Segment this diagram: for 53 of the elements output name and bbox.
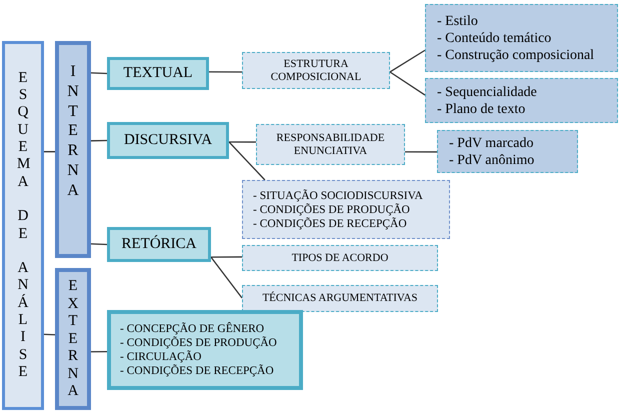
box-label: RESPONSABILIDADE ENUNCIATIVA	[275, 132, 386, 158]
list-item: - Construção composicional	[437, 46, 596, 64]
connector-line	[90, 243, 108, 246]
category-column	[55, 41, 91, 258]
box-label: TÉCNICAS ARGUMENTATIVAS	[262, 292, 418, 305]
connector-line	[228, 142, 266, 180]
box-label: DISCURSIVA	[124, 132, 212, 149]
box-label: TEXTUAL	[123, 65, 193, 82]
dashed-box	[242, 52, 390, 89]
category-box	[107, 122, 229, 159]
list-item: - Conteúdo temático	[437, 30, 552, 46]
connector-line	[229, 141, 256, 143]
dashed-list-box	[437, 130, 578, 173]
category-box	[107, 57, 209, 90]
connector-line	[405, 151, 437, 153]
connector-line	[44, 151, 55, 152]
connector-line	[91, 350, 107, 352]
connector-line	[390, 71, 426, 96]
list-item: - PdV marcado	[449, 134, 534, 152]
connector-line	[90, 72, 108, 74]
box-label: ESTRUTURA COMPOSICIONAL	[270, 58, 362, 84]
list-item: - CONDIÇÕES DE RECEPÇÃO	[253, 216, 408, 230]
scheme-panel	[2, 41, 44, 410]
connector-line	[44, 334, 56, 336]
list-item: - CONDIÇÕES DE RECEPÇÃO	[120, 364, 275, 378]
connector-line	[90, 140, 108, 142]
list-item: - SITUAÇÃO SOCIODISCURSIVA	[253, 188, 424, 202]
connector-line	[390, 50, 426, 73]
dashed-box	[256, 124, 405, 165]
list-item: - Sequencialidade	[437, 84, 538, 100]
category-box	[107, 227, 211, 262]
connector-line	[211, 256, 242, 258]
vertical-label: ESQUEMA DE ANÁLISE	[17, 70, 29, 382]
list-box	[107, 310, 303, 390]
connector-line	[210, 256, 243, 298]
dashed-list-box	[425, 4, 618, 72]
box-label: TIPOS DE ACORDO	[292, 252, 388, 264]
list-item: - CONDIÇÕES DE PRODUÇÃO	[120, 336, 278, 350]
dashed-box	[242, 245, 438, 271]
list-item: - CIRCULAÇÃO	[120, 350, 202, 364]
dashed-list-box	[242, 180, 450, 239]
list-item: - Plano de texto	[437, 100, 526, 118]
category-column	[55, 268, 91, 410]
list-item: - CONCEPÇÃO DE GÊNERO	[120, 322, 266, 336]
list-item: - PdV anônimo	[449, 152, 536, 168]
list-item: - CONDIÇÕES DE PRODUÇÃO	[253, 202, 411, 216]
list-item: - Estilo	[437, 12, 479, 30]
vertical-label: EXTERNA	[67, 278, 79, 400]
box-label: RETÓRICA	[122, 236, 196, 253]
connector-line	[209, 71, 242, 73]
dashed-list-box	[425, 78, 618, 123]
vertical-label: INTERNA	[66, 62, 80, 201]
dashed-box	[242, 285, 438, 312]
